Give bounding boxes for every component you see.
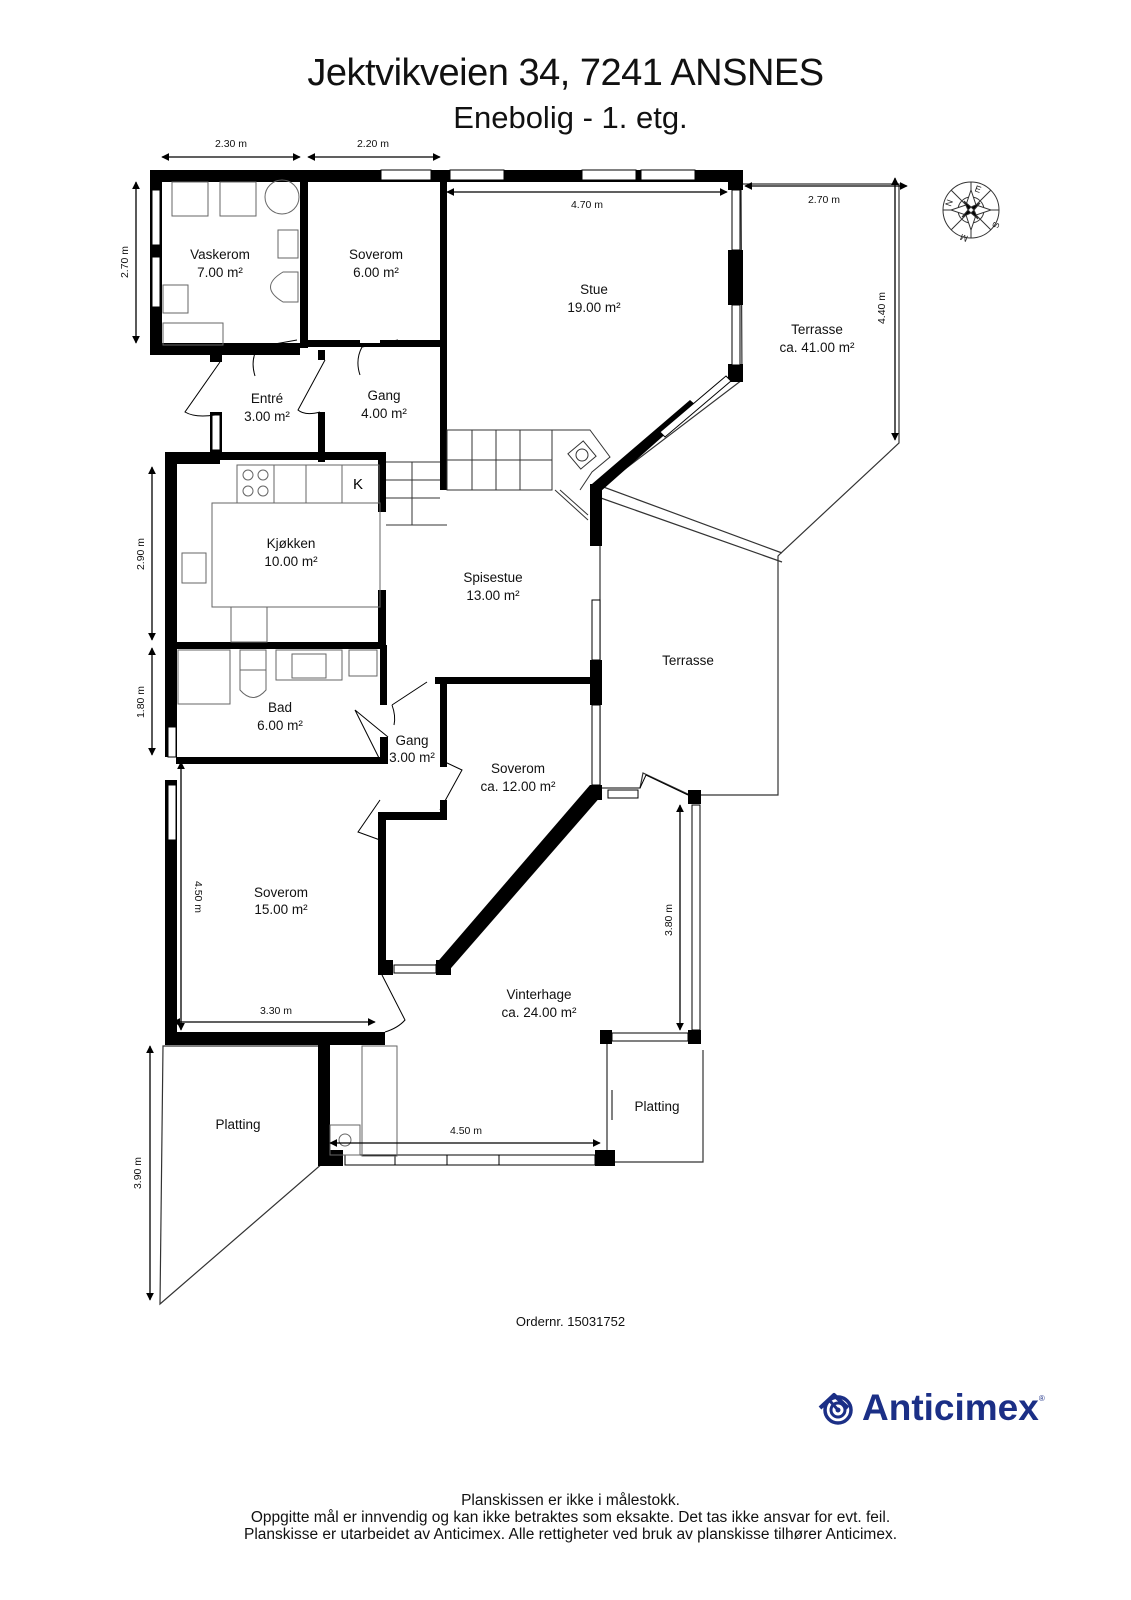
dim-vaskerom-height: 2.70 m [119, 246, 131, 278]
dim-terrasse-height: 4.40 m [876, 292, 888, 324]
room-entre-name: Entré [251, 391, 283, 406]
compass-icon: N E S M [942, 181, 1002, 244]
stairs [386, 429, 611, 526]
room-gang-upper-area: 4.00 m² [361, 406, 407, 421]
room-terrasse-area: ca. 41.00 m² [779, 340, 855, 355]
dim-vinterhage-width: 4.50 m [450, 1125, 482, 1137]
page-title: Jektvikveien 34, 7241 ANSNES [307, 52, 824, 94]
fixtures [162, 179, 398, 1157]
room-stue-area: 19.00 m² [567, 300, 621, 315]
compass-w: M [959, 232, 969, 244]
dimension-lines [132, 153, 908, 1301]
room-gang-upper-name: Gang [367, 388, 400, 403]
room-vaskerom-area: 7.00 m² [197, 265, 243, 280]
room-entre-area: 3.00 m² [244, 409, 290, 424]
room-bad-area: 6.00 m² [257, 718, 303, 733]
room-soverom-large-name: Soverom [254, 885, 308, 900]
dim-kjokken-height: 2.90 m [135, 538, 147, 570]
room-gang-lower-name: Gang [395, 733, 428, 748]
windows [151, 169, 741, 1166]
room-gang-lower-area: 3.00 m² [389, 750, 435, 765]
room-kjokken-name: Kjøkken [267, 536, 316, 551]
room-soverom-large-area: 15.00 m² [254, 902, 308, 917]
room-vaskerom-name: Vaskerom [190, 247, 250, 262]
room-spisestue-name: Spisestue [463, 570, 522, 585]
compass-s: S [990, 220, 1001, 229]
dim-top-left: 2.30 m [215, 138, 247, 150]
anticimex-target-icon [818, 1393, 853, 1425]
disclaimer-line-3: Planskisse er utarbeidet av Anticimex. A… [243, 1526, 897, 1543]
room-terrasse-lower-name: Terrasse [662, 653, 714, 668]
dim-stue-width: 4.70 m [571, 199, 603, 211]
dim-vinterhage-height: 3.80 m [663, 904, 675, 936]
dim-bad-height: 1.80 m [135, 686, 147, 718]
disclaimer: Planskissen er ikke i målestokk. Oppgitt… [0, 1492, 1131, 1543]
logo-registered: ® [1038, 1394, 1045, 1403]
compass-e: E [973, 183, 982, 194]
order-number: Ordernr. 15031752 [515, 1314, 626, 1329]
room-stue-name: Stue [580, 282, 608, 297]
room-platting-left-name: Platting [215, 1117, 260, 1132]
walls [150, 170, 743, 1166]
compass-n: N [943, 198, 955, 208]
kitchen-k-label: K [353, 476, 363, 493]
dim-soverom-height: 4.50 m [192, 881, 204, 913]
disclaimer-line-1: Planskissen er ikke i målestokk. [461, 1492, 680, 1509]
dim-top-mid: 2.20 m [357, 138, 389, 150]
anticimex-logo: Anticimex ® [816, 1387, 1045, 1428]
room-soverom-mid-name: Soverom [491, 761, 545, 776]
room-soverom-small-area: 6.00 m² [353, 265, 399, 280]
logo-text: Anticimex [862, 1387, 1039, 1428]
room-soverom-small-name: Soverom [349, 247, 403, 262]
dim-soverom-width: 3.30 m [260, 1005, 292, 1017]
doors [184, 339, 689, 1150]
room-terrasse-name: Terrasse [791, 322, 843, 337]
room-vinterhage-name: Vinterhage [506, 987, 571, 1002]
room-soverom-mid-area: ca. 12.00 m² [480, 779, 556, 794]
room-vinterhage-area: ca. 24.00 m² [501, 1005, 577, 1020]
dimension-labels: 2.30 m 2.20 m 4.70 m 2.70 m 4.40 m 2.70 … [119, 138, 888, 1189]
room-kjokken-area: 10.00 m² [264, 554, 318, 569]
room-platting-right-name: Platting [634, 1099, 679, 1114]
dim-platting-height: 3.90 m [132, 1157, 144, 1189]
page-subtitle: Enebolig - 1. etg. [453, 100, 688, 135]
room-spisestue-area: 13.00 m² [466, 588, 520, 603]
dim-terrasse-width: 2.70 m [808, 194, 840, 206]
disclaimer-line-2: Oppgitte mål er innvendig og kan ikke be… [250, 1509, 891, 1526]
room-bad-name: Bad [268, 700, 292, 715]
